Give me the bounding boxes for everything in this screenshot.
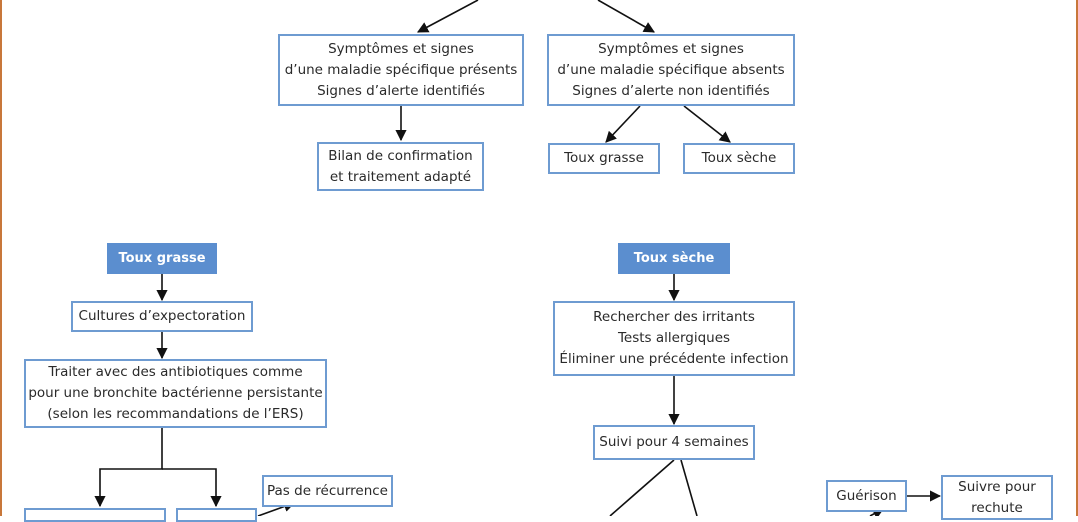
edge-absent-to-grasse	[605, 105, 641, 143]
edge-root-to-present	[417, 0, 479, 33]
edge-suivi-right	[680, 459, 698, 516]
node-branch-toux-grasse: Toux grasse	[548, 143, 660, 174]
header-toux-grasse: Toux grasse	[107, 243, 217, 274]
edge-absent-to-seche	[683, 105, 731, 143]
node-symptoms-absent: Symptômes et signes d’une maladie spécif…	[547, 34, 795, 106]
node-bottom-left-2	[176, 508, 257, 522]
node-symptoms-present: Symptômes et signes d’une maladie spécif…	[278, 34, 524, 106]
node-suivi-4-semaines: Suivi pour 4 semaines	[593, 425, 755, 460]
edge-root-to-absent	[597, 0, 655, 33]
node-guerison: Guérison	[826, 480, 907, 512]
node-suivre-pour-rechute: Suivre pour rechute	[941, 475, 1053, 520]
node-bottom-left-1	[24, 508, 166, 522]
edge-suivi-left	[609, 459, 675, 516]
node-irritants: Rechercher des irritants Tests allergiqu…	[553, 301, 795, 376]
node-branch-toux-seche: Toux sèche	[683, 143, 795, 174]
edge-antibiotics-split	[94, 428, 163, 508]
node-antibiotics: Traiter avec des antibiotiques comme pou…	[24, 359, 327, 428]
edge-antibiotics-split-2	[162, 468, 222, 508]
page-border-right	[1076, 0, 1078, 516]
header-toux-seche: Toux sèche	[618, 243, 730, 274]
page-border-left	[0, 0, 2, 516]
node-cultures-expectoration: Cultures d’expectoration	[71, 301, 253, 332]
node-confirmation: Bilan de confirmation et traitement adap…	[317, 142, 484, 191]
node-pas-de-recurrence: Pas de récurrence	[262, 475, 393, 507]
